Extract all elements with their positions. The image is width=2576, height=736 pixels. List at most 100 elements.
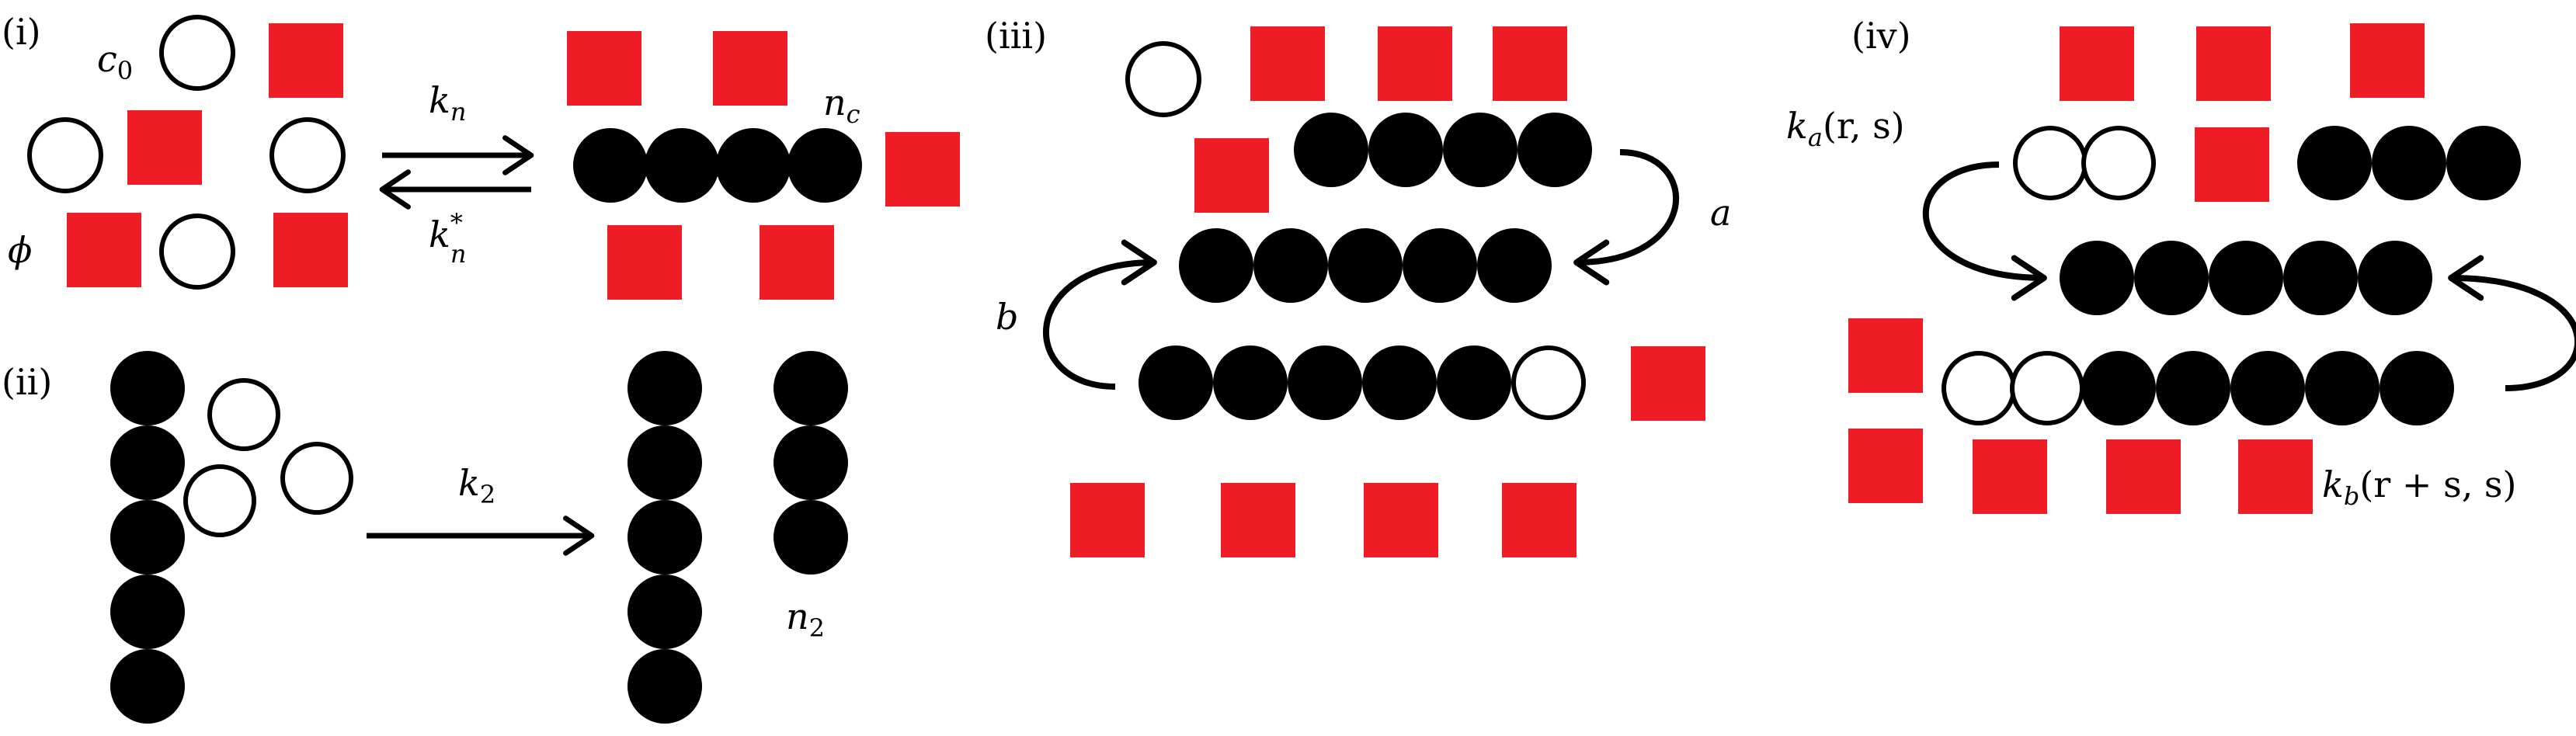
filled-monomer (1443, 113, 1517, 187)
monomer-pool (27, 15, 348, 290)
red-square (2106, 439, 2181, 514)
filled-monomer (1368, 113, 1443, 187)
k2-label: k2 (458, 462, 495, 509)
kn-star-label: k*n (429, 208, 466, 269)
filled-monomer (1253, 228, 1328, 303)
filled-monomer (110, 351, 185, 425)
filled-monomer (573, 128, 648, 203)
filled-monomer (2372, 126, 2446, 200)
kn-label: kn (429, 79, 466, 127)
open-monomer (280, 442, 353, 515)
filled-monomer (1139, 345, 1213, 420)
filled-monomer (773, 351, 848, 425)
fibril-top (1294, 113, 1592, 187)
filled-monomer (627, 351, 702, 425)
filled-monomer (1294, 113, 1368, 187)
filled-monomer (1288, 345, 1362, 420)
filled-monomer (2446, 126, 2521, 200)
equilibrium-arrows (379, 135, 534, 210)
filled-monomer (1403, 228, 1477, 303)
open-monomer (27, 117, 103, 193)
parent-fibril (627, 351, 702, 724)
red-square (1378, 26, 1452, 101)
kb-label: kb(r + s, s) (2322, 463, 2517, 511)
red-square (713, 31, 787, 106)
panel-iv: (iv) ka(r, s) kb(r + s, s) (1786, 15, 2576, 514)
red-square (269, 23, 343, 98)
arrow-kb (2448, 255, 2576, 391)
filled-monomer (716, 128, 791, 203)
red-square (607, 225, 682, 300)
filled-monomer (2060, 241, 2134, 315)
panel-i: (i) c0 ϕ kn k*n nc (2, 11, 960, 300)
red-square (1070, 483, 1145, 557)
red-square (273, 213, 348, 287)
filled-monomer (110, 500, 185, 575)
open-monomer (159, 214, 235, 290)
c0-label: c0 (97, 38, 133, 85)
filled-monomer (2156, 351, 2230, 425)
red-square (2238, 439, 2313, 514)
red-square (760, 225, 834, 300)
red-square (2195, 127, 2269, 202)
red-square (1631, 346, 1705, 421)
red-square (127, 110, 202, 185)
red-square (1502, 483, 1577, 557)
filled-monomer (627, 500, 702, 575)
filled-monomer (2305, 351, 2380, 425)
filled-monomer (1362, 345, 1437, 420)
red-square (1848, 429, 1923, 503)
open-monomer (1125, 41, 1201, 117)
n2-label: n2 (786, 595, 825, 643)
filled-monomer (1477, 228, 1552, 303)
panel-ii-label: (ii) (2, 361, 52, 403)
panel-iii: (iii) a b (985, 15, 1731, 557)
red-square (1364, 483, 1438, 557)
ka-label: ka(r, s) (1786, 105, 1905, 152)
filled-monomer (2297, 126, 2372, 200)
panel-iii-label: (iii) (985, 15, 1047, 57)
filled-monomer (1179, 228, 1253, 303)
filled-monomer (1213, 345, 1288, 420)
panel-iv-label: (iv) (1851, 15, 1911, 57)
filled-monomer (1437, 345, 1511, 420)
red-square (1221, 483, 1295, 557)
panel-i-label: (i) (2, 11, 41, 53)
red-square (2196, 26, 2271, 101)
daughter-fibril (773, 351, 848, 575)
filled-monomer (2358, 241, 2432, 315)
filled-monomer (773, 425, 848, 500)
red-square (885, 132, 960, 207)
open-monomer (183, 464, 256, 537)
filled-monomer (2283, 241, 2358, 315)
panel-ii: (ii) k2 n2 (2, 351, 848, 724)
open-monomer (207, 378, 280, 451)
fibril-bottom (1139, 345, 1586, 420)
red-square (67, 213, 141, 287)
red-square (1493, 26, 1567, 101)
nucleus-chain (573, 128, 862, 203)
red-square (1194, 138, 1269, 213)
filled-monomer (645, 128, 719, 203)
fibril-middle (1179, 228, 1552, 303)
filled-monomer (2230, 351, 2305, 425)
filled-monomer (1517, 113, 1592, 187)
open-monomer (269, 117, 346, 193)
red-square (2060, 26, 2134, 101)
filled-monomer (2081, 351, 2156, 425)
b-label: b (996, 296, 1018, 338)
template-fibril (110, 351, 185, 724)
phi-label: ϕ (8, 229, 32, 271)
a-label: a (1710, 192, 1731, 234)
filled-monomer (627, 649, 702, 724)
filled-monomer (627, 575, 702, 649)
open-monomer (1942, 351, 2016, 425)
open-monomer (2013, 126, 2088, 200)
filled-monomer (627, 425, 702, 500)
arrow-ka (1922, 161, 2047, 301)
open-monomer (2010, 351, 2084, 425)
arrow-b (1042, 239, 1157, 390)
arrow-a (1573, 149, 1679, 286)
red-square (1250, 26, 1325, 101)
